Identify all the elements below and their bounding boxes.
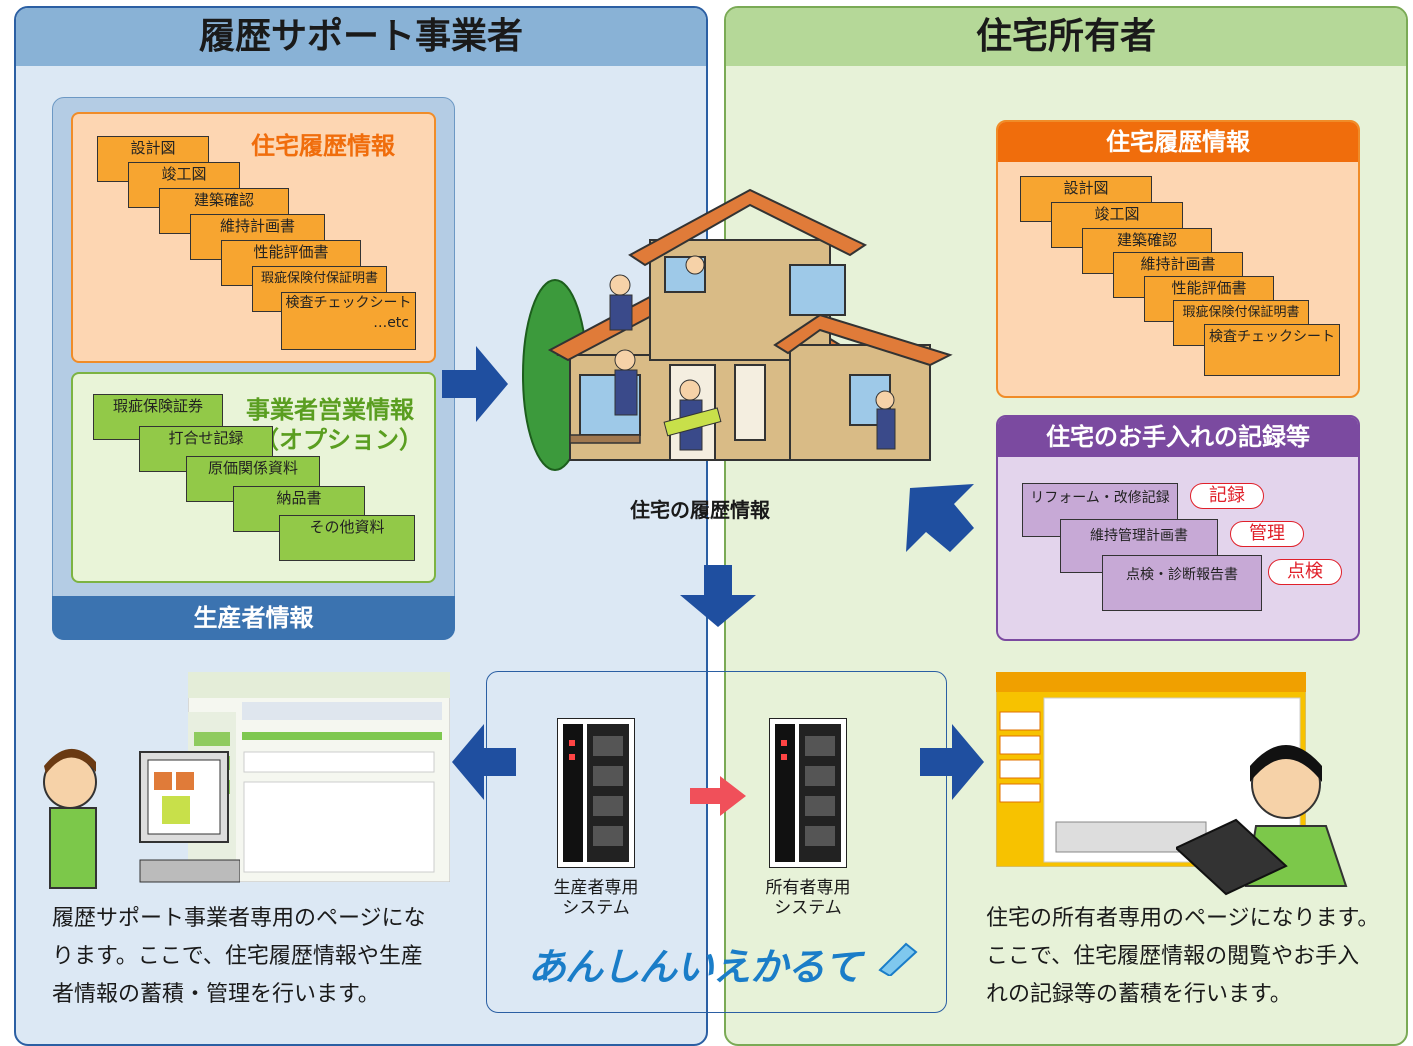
doc-item: その他資料 xyxy=(279,515,415,561)
left-housing-history-box: 住宅履歴情報 設計図 竣工図 建築確認 維持計画書 性能評価書 瑕疵保険付保証明… xyxy=(71,112,436,363)
owner-system-label: 所有者専用 システム xyxy=(765,878,851,918)
business-info-box: 事業者営業情報 （オプション） 瑕疵保険証券 打合せ記録 原価関係資料 納品書 … xyxy=(71,372,436,583)
producer-system-label: 生産者専用 システム xyxy=(553,878,639,918)
owner-user-illustration xyxy=(1176,745,1348,896)
left-housing-history-title: 住宅履歴情報 xyxy=(251,132,395,160)
producer-server-icon xyxy=(557,718,635,868)
right-panel-title: 住宅所有者 xyxy=(726,8,1406,66)
doc-item: 検査チェックシート xyxy=(1204,324,1340,376)
arrow-down-icon xyxy=(680,565,756,627)
owner-server-icon xyxy=(769,718,847,868)
right-caption: 住宅の所有者専用のページになります。 ここで、住宅履歴情報の閲覧やお手入 れの記… xyxy=(986,906,1380,1007)
inspect-tag: 点検 xyxy=(1268,559,1342,585)
care-records-title: 住宅のお手入れの記録等 xyxy=(998,417,1358,457)
systems-box xyxy=(486,671,947,1013)
business-info-title: 事業者営業情報 xyxy=(246,396,414,424)
sync-arrow-icon xyxy=(690,776,746,816)
left-panel-title: 履歴サポート事業者 xyxy=(16,8,706,66)
arrow-left-icon xyxy=(452,724,516,800)
brand-logo: あんしんいえかるて xyxy=(528,945,862,989)
right-housing-history-box: 住宅履歴情報 設計図 竣工図 建築確認 維持計画書 性能評価書 瑕疵保険付保証明… xyxy=(996,120,1360,398)
record-tag: 記録 xyxy=(1190,483,1264,509)
house-caption: 住宅の履歴情報 xyxy=(630,498,770,522)
producer-page-screenshot xyxy=(188,672,450,882)
doc-item: 点検・診断報告書 xyxy=(1102,555,1262,611)
arrow-diagonal-icon xyxy=(906,484,974,552)
house-illustration xyxy=(522,188,953,471)
manage-tag: 管理 xyxy=(1230,521,1304,547)
arrow-to-house-icon xyxy=(442,346,508,422)
doc-item: 検査チェックシート …etc xyxy=(281,292,416,350)
right-housing-history-title: 住宅履歴情報 xyxy=(998,122,1358,162)
arrow-right-icon xyxy=(920,724,984,800)
doc-item: リフォーム・改修記録 xyxy=(1022,483,1178,537)
care-records-box: 住宅のお手入れの記録等 リフォーム・改修記録 維持管理計画書 点検・診断報告書 … xyxy=(996,415,1360,641)
producer-info-label: 生産者情報 xyxy=(52,596,455,640)
producer-user-illustration xyxy=(43,748,240,889)
business-info-subtitle: （オプション） xyxy=(255,426,423,454)
pencil-icon xyxy=(878,942,918,976)
left-caption: 履歴サポート事業者専用のページにな ります。ここで、住宅履歴情報や生産 者情報の… xyxy=(52,906,426,1007)
